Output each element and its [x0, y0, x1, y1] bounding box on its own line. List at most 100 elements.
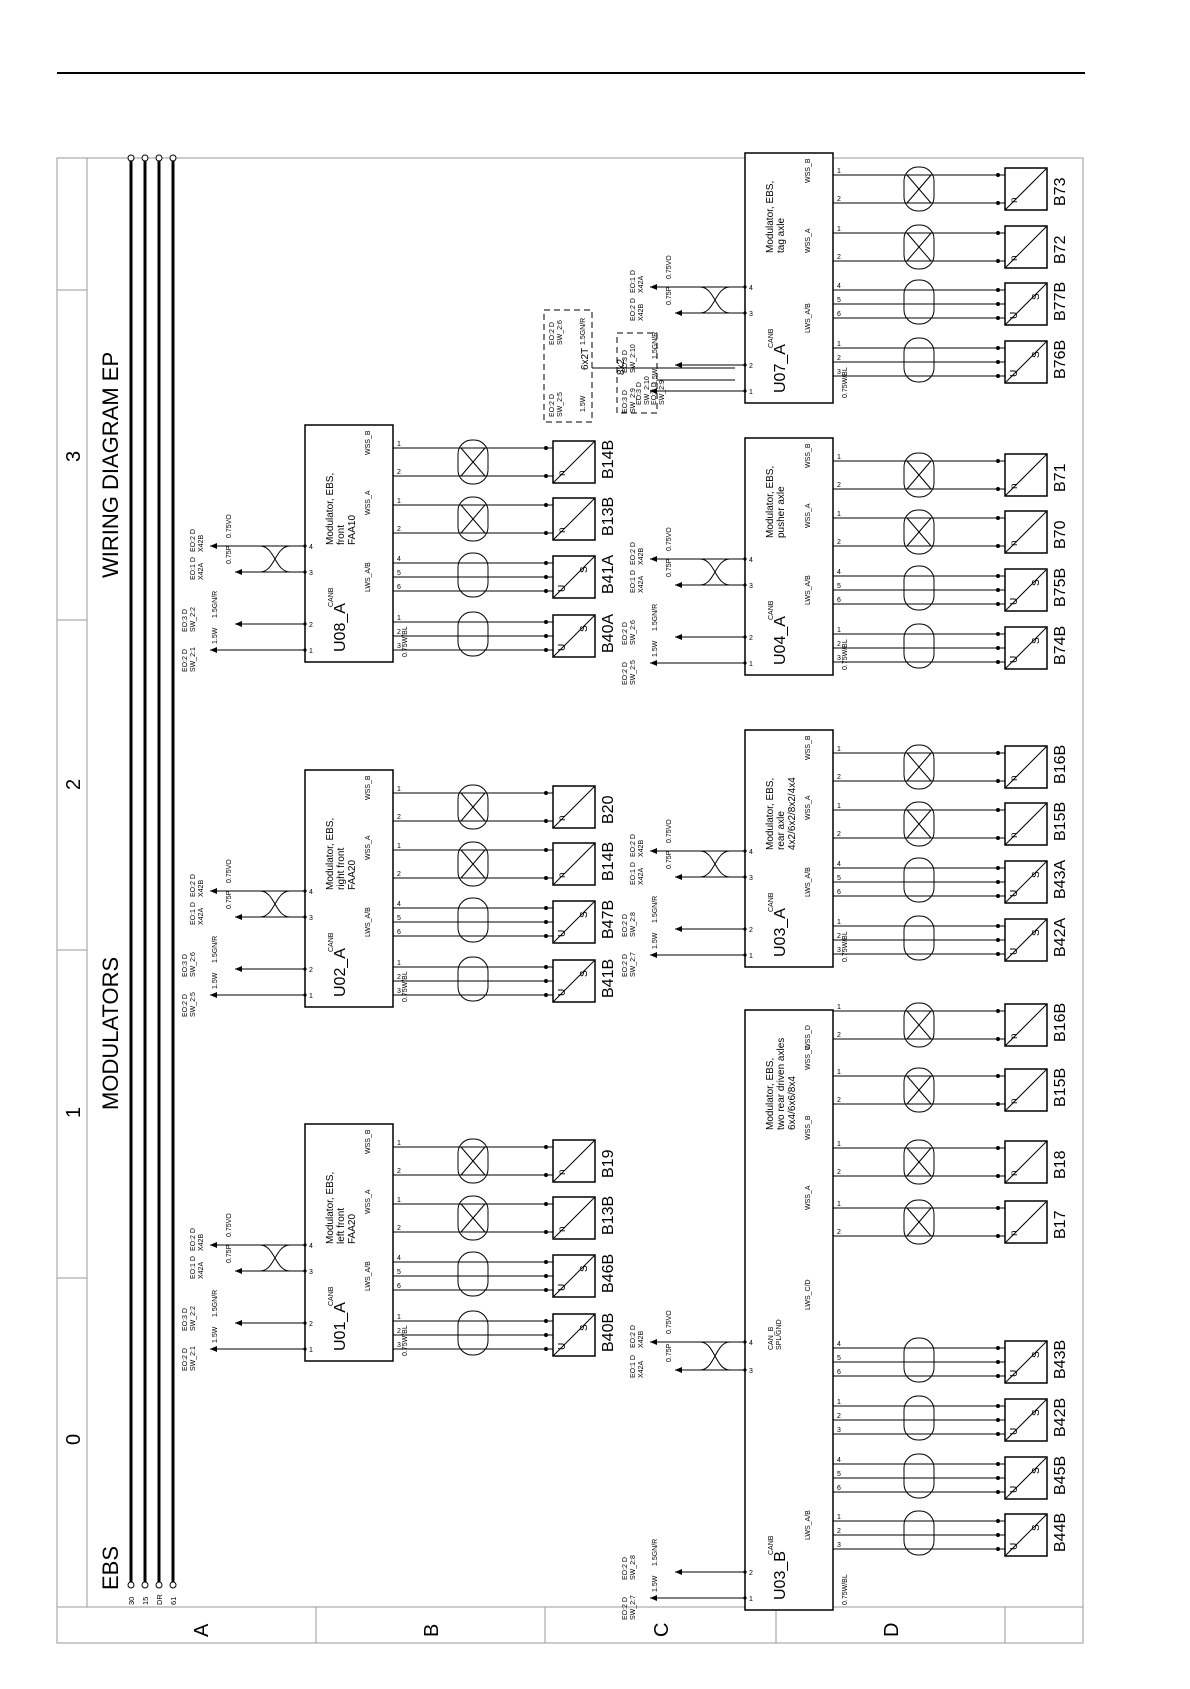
junction-dot [996, 836, 1000, 840]
cable-shield-icon [457, 841, 489, 887]
pwr-ref-1b: SW_2:6 [630, 620, 637, 645]
junction-dot [996, 1533, 1000, 1537]
pin-number: 2 [749, 1570, 753, 1577]
junction-dot [544, 503, 548, 507]
pin-dot [743, 583, 747, 587]
twist-icon [460, 792, 486, 822]
junction-dot [544, 1319, 548, 1323]
junction-dot [544, 848, 548, 852]
pwr-wire-1: 1.5W [652, 368, 659, 385]
modulator-box [304, 424, 394, 663]
junction-dot [544, 819, 548, 823]
cable-shield-icon [903, 1139, 935, 1185]
pin-number: 2 [837, 1528, 841, 1535]
pin-dot [743, 285, 747, 289]
junction-dot [996, 1519, 1000, 1523]
pin-number: 3 [397, 643, 401, 650]
pin-number: 1 [309, 1347, 313, 1354]
sensor-diagonal [552, 842, 596, 886]
pwr-wire-2: 1.5GN/R [652, 896, 659, 923]
pin-number: 2 [397, 814, 401, 821]
junction-dot [996, 660, 1000, 664]
can-ref-1b: X42B [638, 304, 645, 321]
rail-label-15: 15 [141, 1597, 150, 1605]
cable-shield-icon [903, 801, 935, 847]
pin-dot [303, 889, 307, 893]
arrow-icon [210, 1242, 217, 1248]
cable-shield-icon [457, 897, 489, 943]
pin-number: 3 [397, 988, 401, 995]
pwr-ref-2a: EO:3 D [622, 390, 629, 413]
sensor-u-label: U [1009, 890, 1020, 897]
rail-label-dr: DR [155, 1594, 164, 1605]
pin-number: 3 [837, 947, 841, 954]
junction-dot [996, 866, 1000, 870]
modulator-box [744, 152, 834, 404]
can-wire-1: 0.75P [226, 890, 233, 909]
diagram-title: WIRING DIAGRAM EP [98, 352, 123, 578]
lws-label: LWS_A/B [805, 303, 812, 333]
junction-dot [544, 1202, 548, 1206]
can-ref-2b: X42B [638, 840, 645, 857]
pin-number: 4 [397, 556, 401, 563]
cable-shield-icon [903, 1002, 935, 1048]
pin-number: 2 [397, 1168, 401, 1175]
pin-number: 2 [837, 1229, 841, 1236]
pin-number: 2 [749, 363, 753, 370]
can-ref-2a: EO:2 D [190, 1228, 197, 1251]
lws-wire-label: 0.75W/BL [402, 1325, 409, 1356]
sensor-n-label: n [1009, 1098, 1020, 1104]
sensor-n-label: n [557, 1169, 568, 1175]
twist-icon [906, 1147, 932, 1177]
sensor-diagonal [552, 900, 596, 944]
modulator-desc: FAA20 [347, 1214, 358, 1244]
sensor-id: B17 [1052, 1210, 1069, 1239]
junction-dot [996, 1418, 1000, 1422]
can-ref-1a: EO:1 D [190, 902, 197, 925]
sensor-s-label: S [1031, 637, 1042, 644]
can-ref-1b: X42A [198, 563, 205, 580]
junction-dot [996, 602, 1000, 606]
sensor-id: B45B [1052, 1456, 1069, 1495]
pin-number: 1 [309, 648, 313, 655]
arrow-icon [235, 1268, 242, 1274]
pwr-ref-1b: SW_2:6 [190, 952, 197, 977]
pin-number: 1 [837, 168, 841, 175]
junction-dot [996, 880, 1000, 884]
arrow-icon [650, 388, 657, 394]
junction-dot [544, 979, 548, 983]
sensor-diagonal [1004, 510, 1048, 554]
sensor-diagonal [552, 440, 596, 484]
sensor-u-label: U [1009, 1543, 1020, 1550]
pin-number: 1 [309, 993, 313, 1000]
junction-dot [996, 751, 1000, 755]
pin-number: 2 [837, 196, 841, 203]
pin-number: 3 [397, 1342, 401, 1349]
sensor-diagonal [1004, 1140, 1048, 1184]
pwr-wire-2: 1.5GN/R [212, 591, 219, 618]
sensor-u-label: U [1009, 656, 1020, 663]
pwr-ref-2a: EO:2 D [622, 1597, 629, 1620]
sensor-n-label: n [1009, 832, 1020, 838]
pin-number: 1 [397, 1197, 401, 1204]
sensor-u-label: U [557, 1343, 568, 1350]
cable-shield-icon [903, 1199, 935, 1245]
sensor-diagonal [1004, 167, 1048, 211]
wss-a-label: WSS_A [365, 490, 372, 515]
twist-icon [906, 809, 932, 839]
pin-dot [303, 1347, 307, 1351]
pin-number: 2 [837, 1169, 841, 1176]
can-ref-1b: X42A [638, 576, 645, 593]
sensor-id: B70 [1052, 520, 1069, 549]
pin-dot [743, 953, 747, 957]
twist-icon [906, 174, 932, 204]
sensor-id: B46B [600, 1254, 617, 1293]
pwr-wire-1: 1.5W [652, 640, 659, 657]
